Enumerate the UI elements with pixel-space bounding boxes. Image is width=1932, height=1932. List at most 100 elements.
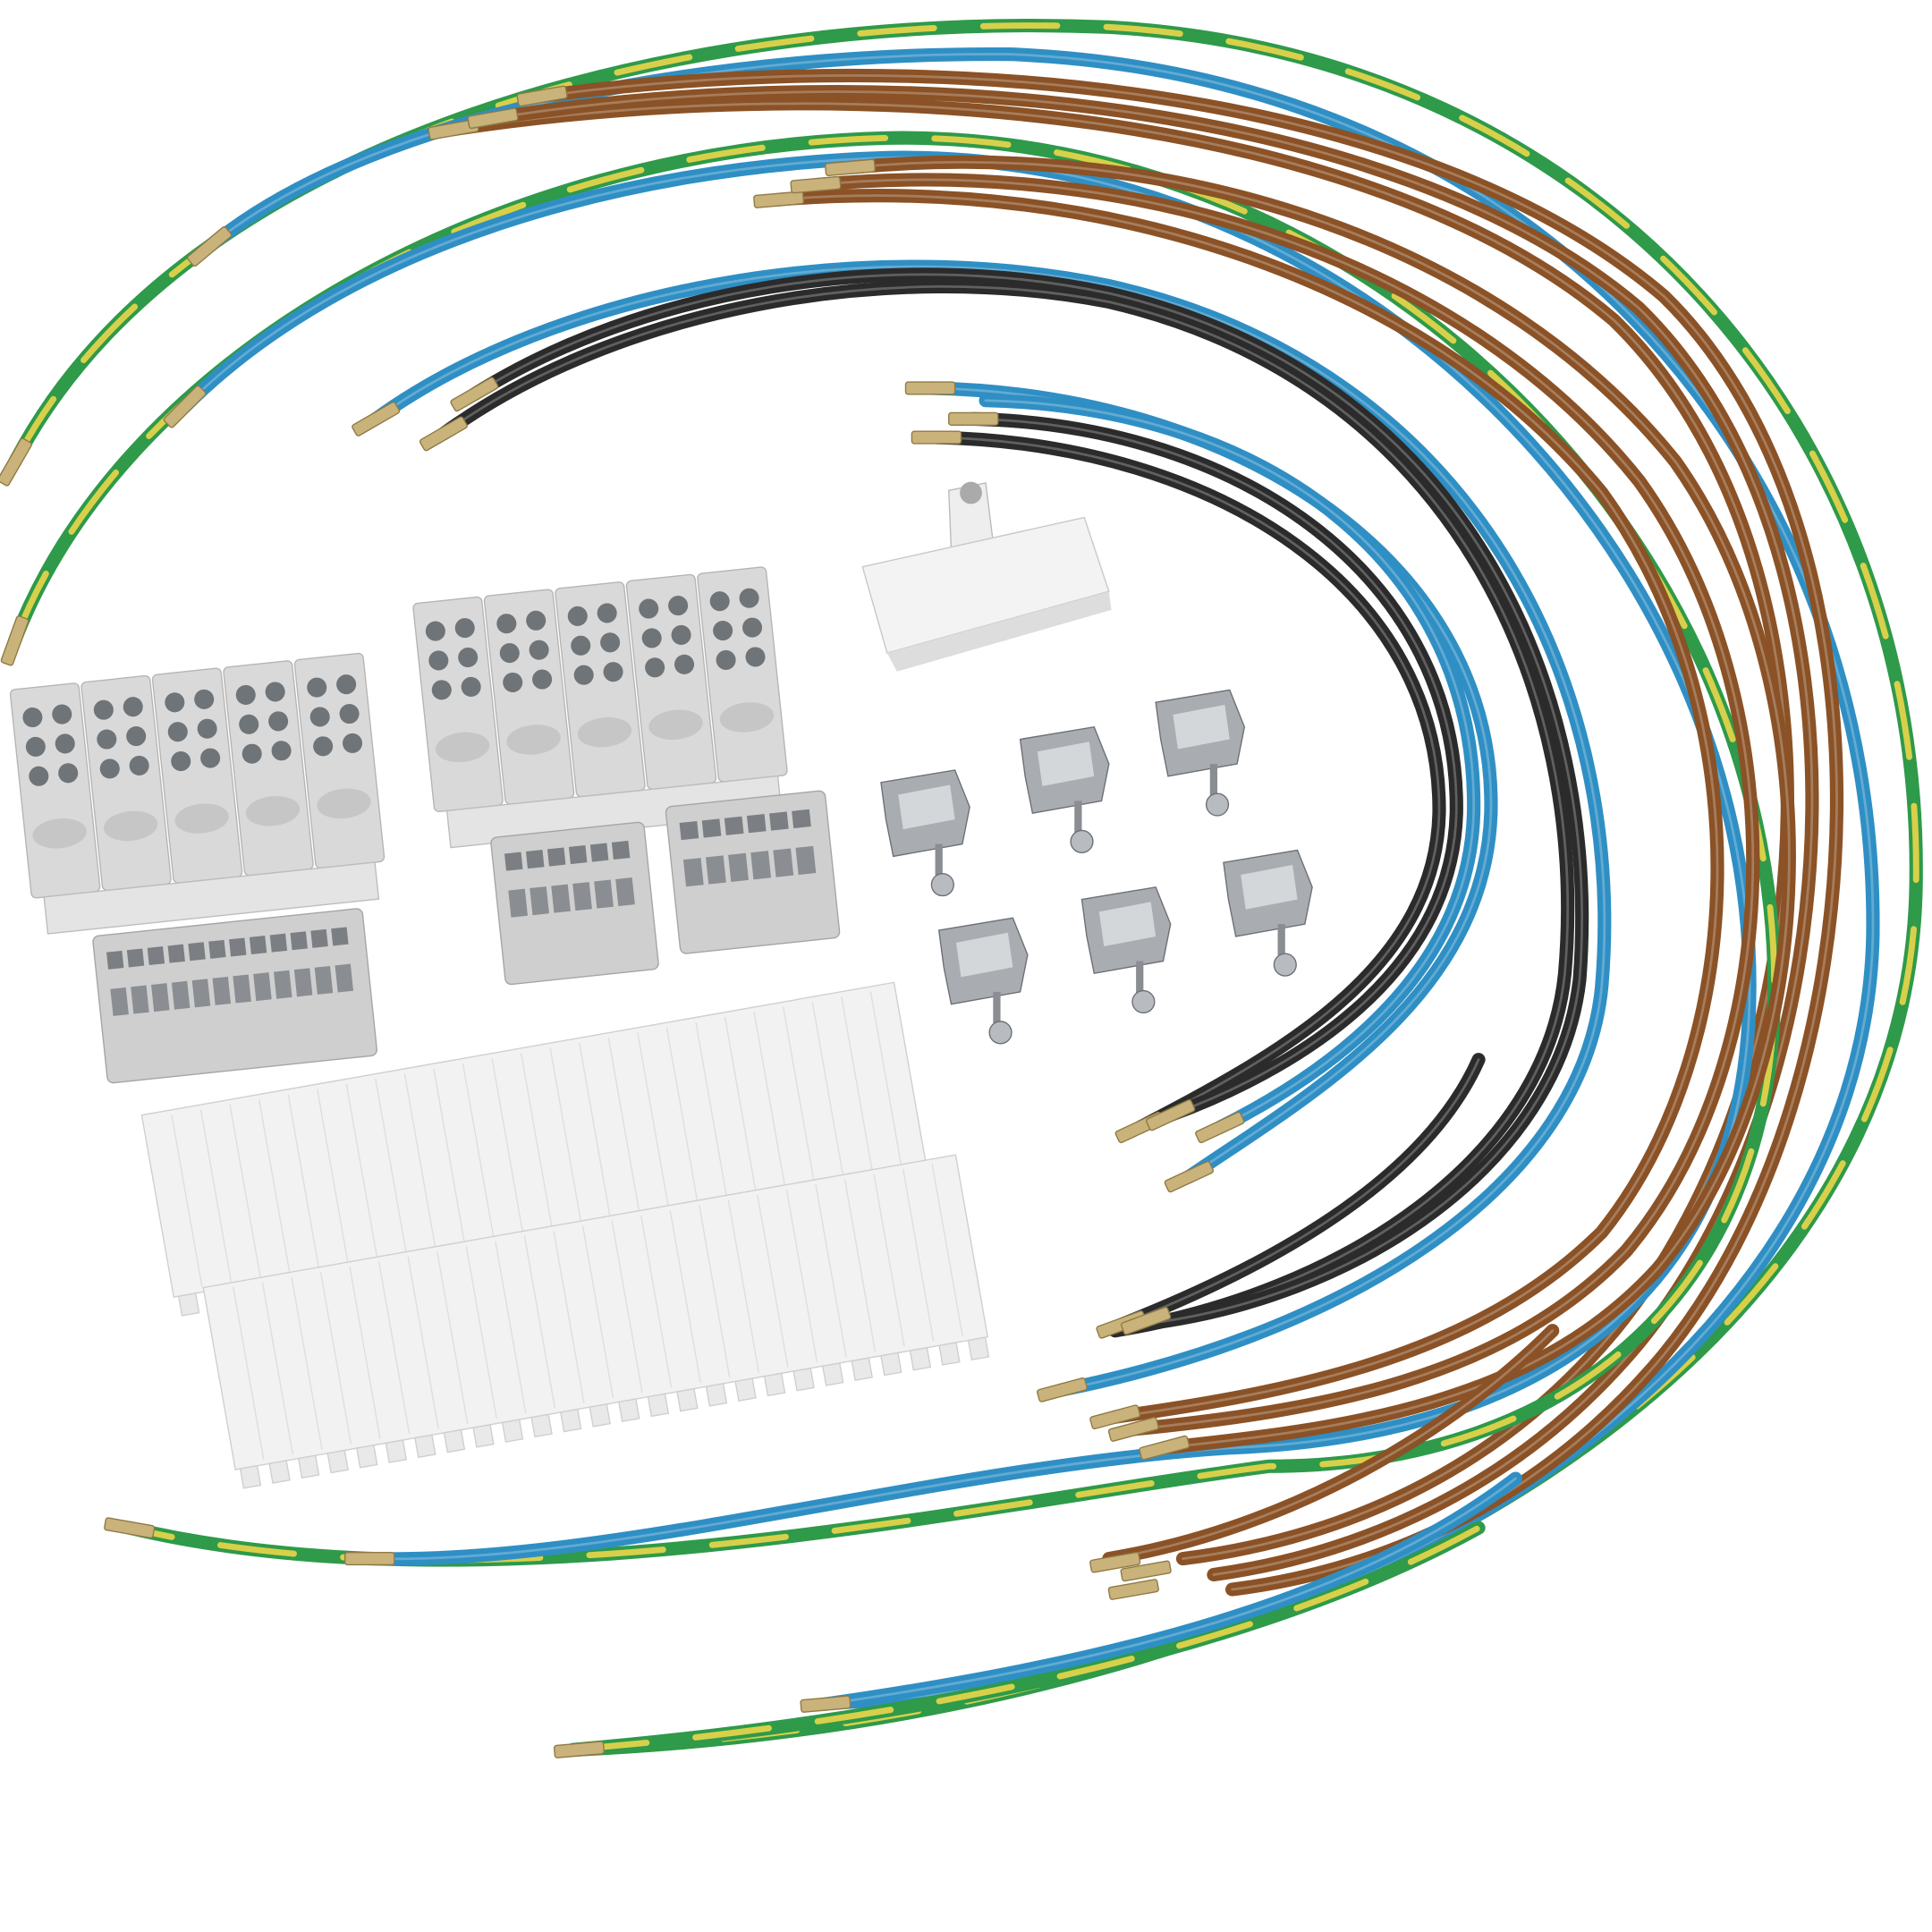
terminal-slot (290, 931, 308, 951)
terminal-slot (701, 818, 722, 838)
screw-icon (1273, 953, 1297, 977)
terminal-strip (490, 821, 659, 986)
comb-tooth (734, 1377, 757, 1402)
terminal-slot (188, 942, 206, 962)
terminal-hole (52, 704, 72, 724)
terminal-slot (504, 852, 523, 871)
screw-icon (960, 481, 982, 504)
black-wire (929, 430, 1446, 1135)
screw-icon (988, 1021, 1013, 1045)
terminal-slot (310, 928, 328, 948)
terminal-hole (573, 665, 594, 685)
blue-wire-highlight (374, 265, 1606, 1392)
black-wire (436, 279, 1575, 1338)
distribution-blocks (9, 566, 788, 935)
screw-icon (1205, 792, 1230, 817)
blue-wire (818, 1471, 1522, 1711)
comb-tooth (589, 1403, 611, 1428)
terminal-slot (208, 939, 226, 959)
mounting-clamp (937, 917, 1029, 1045)
brown-wire (809, 173, 1760, 1436)
wire-ferrule (1164, 1160, 1214, 1193)
wire-ferrule (1139, 1435, 1191, 1461)
comb-tooth (909, 1346, 932, 1371)
terminal-slot (679, 820, 699, 841)
comb-tooth (443, 1428, 466, 1453)
terminal-slot (274, 970, 292, 999)
terminal-slot (335, 963, 354, 993)
wire-ferrule (948, 411, 999, 426)
terminal-hole (171, 751, 191, 772)
terminal-strip (665, 790, 841, 954)
terminal-slot (750, 851, 772, 880)
terminal-hole (461, 676, 481, 697)
terminal-slot (551, 884, 571, 913)
comb-tooth (676, 1387, 699, 1412)
terminal-slot (728, 852, 749, 882)
comb-tooth (414, 1434, 436, 1459)
terminal-hole (739, 588, 759, 608)
wire-ferrule (1195, 1111, 1245, 1144)
terminal-hole (200, 748, 221, 768)
brown-wire (772, 189, 1724, 1424)
brown-wire-highlight (814, 178, 1755, 1431)
terminal-slot (525, 850, 545, 869)
black-wire-highlight (472, 273, 1583, 1326)
comb-tooth (530, 1413, 553, 1438)
terminal-hole (745, 647, 766, 667)
terminal-slot (110, 987, 129, 1016)
terminal-slot (151, 983, 170, 1013)
comb-tooth (177, 1292, 200, 1317)
wire-ferrule (450, 377, 499, 412)
terminal-hole (532, 669, 553, 690)
comb-tooth (385, 1439, 408, 1463)
brown-wire-highlight (777, 194, 1719, 1419)
terminal-slot (269, 933, 288, 953)
wire-ferrule (911, 430, 962, 445)
terminal-strip (92, 908, 378, 1084)
terminal-slot (746, 814, 767, 834)
wire-ferrule (790, 175, 842, 194)
mounting-clamp (1080, 886, 1172, 1014)
ferrules (0, 85, 1245, 1758)
terminal-hole (22, 707, 43, 728)
terminal-slot (547, 847, 566, 867)
wire-ferrule (104, 1517, 156, 1538)
brown-wire-highlight (452, 102, 1789, 1560)
terminal-slot (589, 843, 609, 862)
terminal-hole (25, 736, 46, 757)
terminal-hole (639, 598, 659, 619)
distribution-block (9, 652, 386, 935)
terminal-slot (572, 882, 592, 911)
comb-tooth (268, 1460, 291, 1484)
terminal-hole (668, 596, 689, 616)
terminal-slot (568, 844, 588, 865)
terminal-slot (212, 976, 232, 1005)
comb-tooth (501, 1419, 524, 1443)
terminal-slot (769, 811, 789, 831)
terminal-hole (603, 662, 623, 682)
comb-tooth (297, 1454, 320, 1479)
terminal-hole (597, 603, 617, 623)
terminal-hole (645, 657, 665, 678)
terminal-hole (713, 621, 733, 641)
terminal-hole (526, 610, 547, 631)
terminal-slot (233, 974, 251, 1004)
terminal-hole (567, 606, 588, 626)
comb-tooth (705, 1383, 728, 1407)
terminal-hole (458, 647, 479, 668)
terminal-hole (674, 654, 695, 674)
terminal-hole (58, 763, 79, 784)
wire-ferrule (1120, 1560, 1172, 1582)
terminal-hole (499, 643, 520, 664)
blue-wire-highlight (824, 1477, 1517, 1706)
terminal-slot (167, 944, 185, 963)
terminal-hole (197, 718, 217, 739)
black-wire (1114, 1053, 1486, 1332)
distribution-block (412, 566, 788, 849)
rail-holder (861, 481, 1112, 672)
terminal-slot (594, 879, 614, 909)
terminal-hole (235, 684, 256, 705)
terminal-slot (126, 948, 145, 968)
